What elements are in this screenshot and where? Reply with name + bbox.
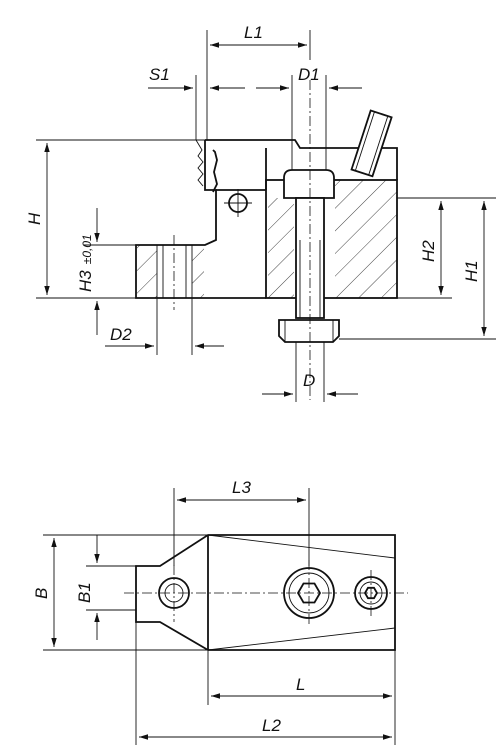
dim-D2: D2	[105, 298, 224, 355]
front-view: L1 S1 D1 H H	[25, 23, 496, 402]
label-H1: H1	[462, 260, 481, 282]
label-B1: B1	[75, 582, 94, 603]
cross-hole-symbol	[224, 189, 252, 217]
label-D2: D2	[110, 325, 132, 344]
dim-D: D	[262, 342, 358, 402]
dim-H1: H1	[339, 197, 496, 340]
label-L1: L1	[244, 23, 263, 42]
label-H3: H3 ±0,01	[76, 234, 95, 292]
top-view: L3 B B1 L L2	[32, 478, 408, 745]
section-hatching	[137, 180, 397, 298]
dim-B: B	[32, 534, 208, 651]
dim-L: L	[207, 650, 396, 745]
dim-B1: B1	[75, 535, 136, 640]
dim-S1: S1	[148, 65, 245, 140]
dim-L2: L2	[135, 622, 392, 745]
dim-L3: L3	[173, 478, 310, 566]
label-L2: L2	[262, 716, 281, 735]
clamp-body	[135, 139, 398, 299]
top-view-outline	[135, 534, 396, 651]
dim-D1: D1	[256, 65, 362, 170]
label-H: H	[25, 212, 44, 225]
label-B: B	[32, 588, 51, 599]
label-L3: L3	[232, 478, 251, 497]
cap-screw	[278, 169, 340, 343]
label-D1: D1	[298, 65, 320, 84]
label-S1: S1	[149, 65, 170, 84]
set-screw	[350, 109, 393, 178]
dim-H3: H3 ±0,01	[76, 208, 136, 335]
dim-H2: H2	[397, 197, 452, 295]
label-L: L	[296, 675, 305, 694]
dim-H: H	[25, 139, 205, 299]
label-H2: H2	[419, 240, 438, 262]
label-D: D	[303, 371, 315, 390]
dim-L1: L1	[206, 23, 311, 140]
